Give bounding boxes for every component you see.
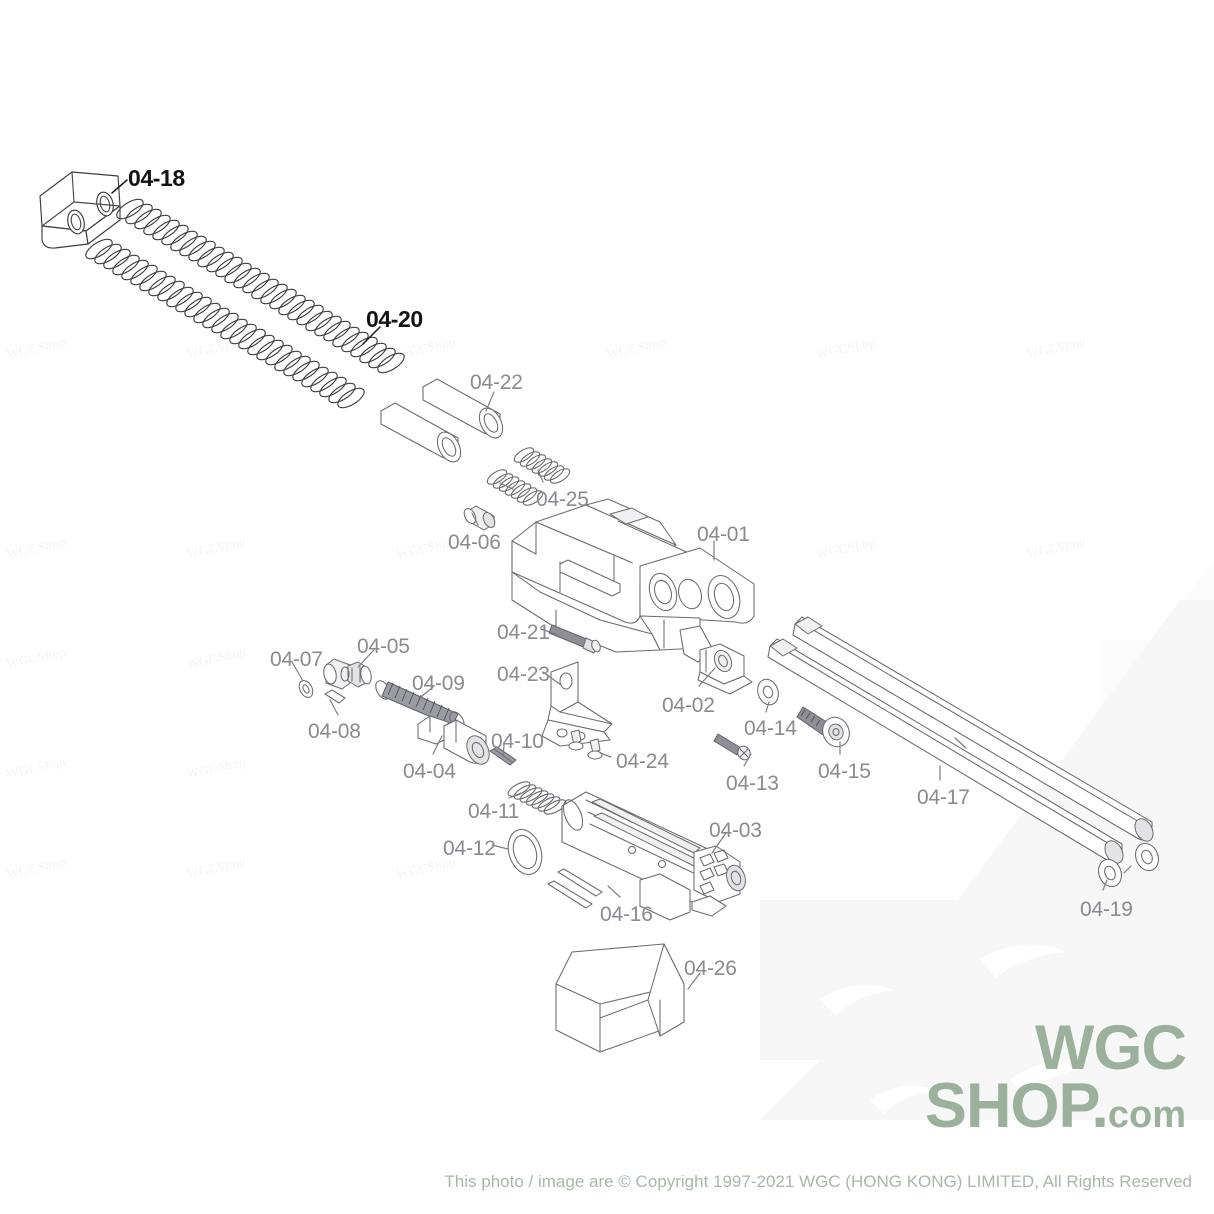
part-04-15-artwork bbox=[796, 706, 850, 748]
part-04-13-artwork bbox=[713, 733, 751, 761]
part-04-18-artwork bbox=[39, 171, 121, 249]
part-label-04-13: 04-13 bbox=[726, 772, 779, 795]
part-label-04-09: 04-09 bbox=[412, 672, 465, 695]
part-label-04-22: 04-22 bbox=[470, 371, 523, 394]
part-label-04-03: 04-03 bbox=[709, 819, 762, 842]
part-04-22-artwork bbox=[380, 378, 504, 463]
part-label-04-01: 04-01 bbox=[697, 523, 750, 546]
part-label-04-11: 04-11 bbox=[468, 800, 520, 823]
part-label-04-07: 04-07 bbox=[270, 648, 323, 671]
part-04-19-artwork bbox=[1098, 842, 1159, 888]
part-label-04-17: 04-17 bbox=[917, 786, 970, 809]
part-04-21-artwork bbox=[548, 624, 601, 654]
part-label-04-16: 04-16 bbox=[600, 903, 653, 926]
copyright-notice: This photo / image are © Copyright 1997-… bbox=[444, 1172, 1192, 1191]
part-label-04-19: 04-19 bbox=[1080, 898, 1133, 921]
part-04-04-artwork bbox=[417, 715, 490, 765]
part-04-12-artwork bbox=[507, 829, 543, 875]
part-04-01-artwork bbox=[511, 498, 755, 663]
part-04-02-artwork bbox=[697, 643, 753, 695]
part-label-04-05: 04-05 bbox=[357, 635, 410, 658]
part-04-08-artwork bbox=[324, 689, 346, 704]
part-label-04-23: 04-23 bbox=[497, 663, 550, 686]
part-04-03-artwork bbox=[561, 791, 746, 921]
part-04-16-artwork bbox=[547, 868, 603, 909]
part-label-04-12: 04-12 bbox=[443, 837, 496, 860]
part-04-05-artwork bbox=[323, 658, 372, 690]
part-04-20-artwork bbox=[85, 198, 405, 409]
part-label-04-15: 04-15 bbox=[818, 760, 871, 783]
part-04-24-artwork bbox=[568, 729, 603, 760]
part-label-04-25: 04-25 bbox=[536, 488, 589, 511]
part-label-04-20: 04-20 bbox=[366, 306, 423, 332]
part-label-04-24: 04-24 bbox=[616, 750, 669, 773]
part-label-04-06: 04-06 bbox=[448, 531, 501, 554]
part-04-07-artwork bbox=[298, 680, 314, 698]
part-label-04-04: 04-04 bbox=[403, 760, 456, 783]
part-label-04-02: 04-02 bbox=[662, 694, 715, 717]
part-04-25-artwork bbox=[486, 447, 571, 506]
part-04-26-artwork bbox=[555, 943, 685, 1053]
part-04-06-artwork bbox=[463, 505, 496, 531]
part-label-04-10: 04-10 bbox=[491, 730, 544, 753]
part-label-04-18: 04-18 bbox=[128, 165, 185, 191]
part-label-04-08: 04-08 bbox=[308, 720, 361, 743]
part-04-14-artwork bbox=[757, 678, 779, 706]
part-label-04-26: 04-26 bbox=[684, 957, 737, 980]
part-label-04-21: 04-21 bbox=[497, 621, 550, 644]
part-label-04-14: 04-14 bbox=[744, 717, 797, 740]
